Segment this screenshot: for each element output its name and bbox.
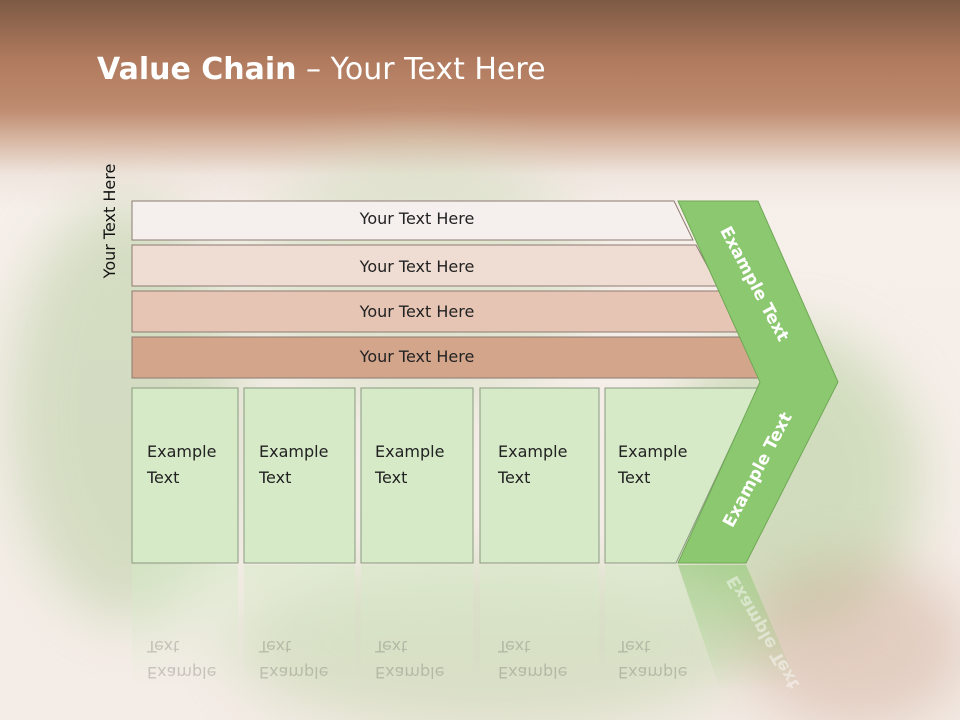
column-3 — [360, 387, 474, 564]
column-2 — [243, 387, 356, 564]
bar-4-label: Your Text Here — [359, 347, 475, 366]
column-2-reflection-line2: Text — [259, 637, 292, 656]
column-3-line1: Example — [375, 442, 445, 461]
column-2-reflection-line1: Example — [259, 663, 329, 682]
column-1-label-reflection: Example Text — [147, 633, 216, 685]
column-5-line1: Example — [618, 442, 688, 461]
column-4-reflection-line1: Example — [498, 663, 568, 682]
column-2-line1: Example — [259, 442, 329, 461]
chevron-reflection — [678, 565, 800, 690]
slide-title: Value Chain – Your Text Here — [97, 52, 546, 87]
bar-1-label: Your Text Here — [359, 209, 475, 228]
column-1-reflection-line2: Text — [147, 637, 180, 656]
column-1-reflection-line1: Example — [147, 663, 217, 682]
chevron — [677, 200, 839, 564]
column-4-line1: Example — [498, 442, 568, 461]
bar-1 — [131, 200, 694, 241]
column-5-reflection-line2: Text — [618, 637, 651, 656]
title-bold: Value Chain — [97, 52, 297, 87]
column-3-reflection — [361, 565, 473, 690]
column-3-label-reflection: Example Text — [375, 633, 444, 685]
column-5-label-reflection: Example Text — [618, 633, 687, 685]
column-5 — [604, 387, 759, 564]
column-5-line2: Text — [618, 468, 651, 487]
column-5-reflection — [605, 565, 730, 690]
column-4 — [479, 387, 600, 564]
column-3-reflection-line2: Text — [375, 637, 408, 656]
column-2-label-reflection: Example Text — [259, 633, 328, 685]
column-4-reflection — [480, 565, 599, 690]
column-5-reflection-line1: Example — [618, 663, 688, 682]
column-1 — [131, 387, 239, 564]
column-3-line2: Text — [375, 468, 408, 487]
title-rest: – Your Text Here — [296, 52, 546, 87]
column-4-label-reflection: Example Text — [498, 633, 567, 685]
column-2-line2: Text — [259, 468, 292, 487]
column-4-reflection-line2: Text — [498, 637, 531, 656]
column-1-line1: Example — [147, 442, 217, 461]
column-1-line2: Text — [147, 468, 180, 487]
bar-2-label: Your Text Here — [359, 257, 475, 276]
column-2-reflection — [244, 565, 355, 690]
column-1-reflection — [132, 565, 238, 690]
column-4-line2: Text — [498, 468, 531, 487]
bar-3-label: Your Text Here — [359, 302, 475, 321]
column-3-reflection-line1: Example — [375, 663, 445, 682]
